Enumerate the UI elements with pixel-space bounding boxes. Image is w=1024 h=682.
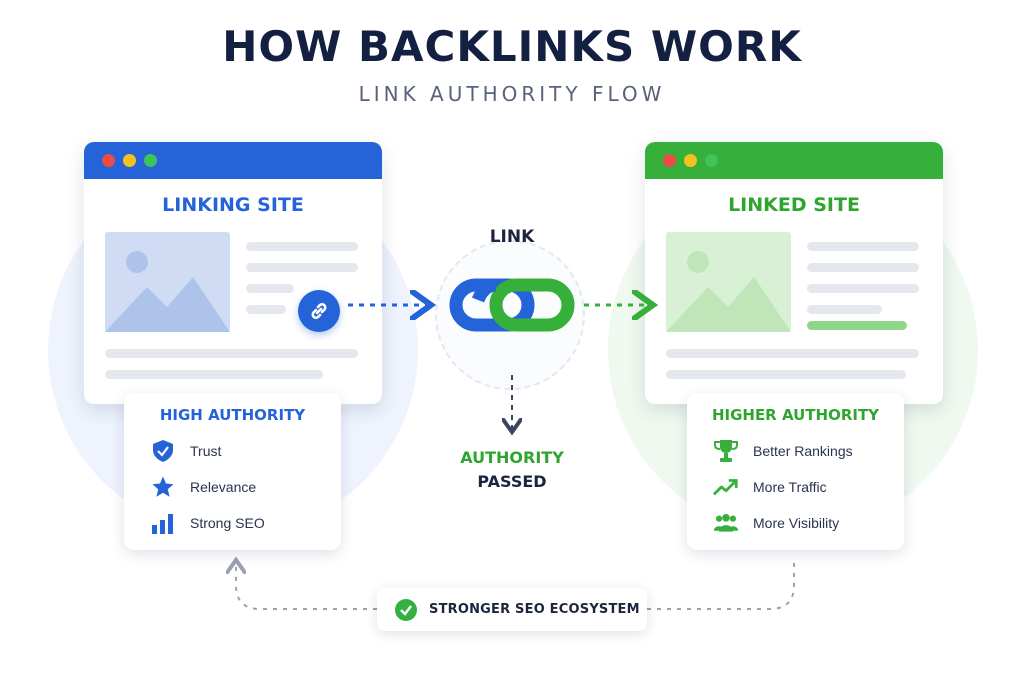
highlighted-text-line — [807, 321, 907, 330]
text-line — [246, 263, 358, 272]
loop-right-connector — [647, 560, 795, 610]
text-line — [105, 349, 358, 358]
stronger-seo-ecosystem-badge: STRONGER SEO ECOSYSTEM — [377, 588, 647, 631]
trophy-icon — [713, 438, 739, 464]
star-icon — [150, 474, 176, 500]
shield-icon — [150, 438, 176, 464]
text-line — [666, 370, 906, 379]
authority-passed-line1: AUTHORITY — [460, 448, 564, 467]
high-authority-card: HIGH AUTHORITY Trust Relevance Strong SE… — [124, 393, 341, 550]
linked-site-heading: LINKED SITE — [728, 194, 860, 216]
linked-site-window: LINKED SITE — [645, 142, 943, 404]
card-title: HIGH AUTHORITY — [159, 406, 306, 424]
bar-chart-icon — [150, 510, 176, 536]
window-close-dot — [102, 154, 115, 167]
card-item-trust: Trust — [150, 438, 221, 464]
trending-up-icon — [713, 474, 739, 500]
people-icon — [713, 510, 739, 536]
text-line — [807, 242, 919, 251]
window-minimize-dot — [123, 154, 136, 167]
card-item-label: Strong SEO — [190, 515, 265, 531]
window-titlebar — [84, 142, 382, 179]
link-label: LINK — [489, 227, 535, 247]
card-item-label: More Traffic — [753, 479, 827, 495]
text-line — [666, 349, 919, 358]
card-item-more-visibility: More Visibility — [713, 510, 839, 536]
image-placeholder-icon — [666, 232, 791, 332]
text-line — [807, 284, 919, 293]
text-line — [105, 370, 323, 379]
window-close-dot — [663, 154, 676, 167]
card-item-label: Trust — [190, 443, 222, 459]
card-item-label: More Visibility — [753, 515, 840, 531]
linking-site-heading: LINKING SITE — [162, 194, 304, 216]
text-line — [246, 305, 286, 314]
window-titlebar — [645, 142, 943, 179]
text-line — [246, 284, 294, 293]
card-item-better-rankings: Better Rankings — [713, 438, 853, 464]
higher-authority-card: HIGHER AUTHORITY Better Rankings More Tr… — [687, 393, 904, 550]
card-item-label: Relevance — [190, 479, 257, 495]
card-item-more-traffic: More Traffic — [713, 474, 827, 500]
ecosystem-label: STRONGER SEO ECOSYSTEM — [429, 602, 640, 617]
image-placeholder-icon — [105, 232, 230, 332]
authority-passed-line2: PASSED — [477, 472, 547, 491]
check-circle-icon — [395, 598, 417, 621]
card-title: HIGHER AUTHORITY — [711, 406, 880, 424]
window-maximize-dot — [144, 154, 157, 167]
card-item-strong-seo: Strong SEO — [150, 510, 265, 536]
text-line — [807, 263, 919, 272]
loop-left-connector — [236, 562, 377, 610]
window-maximize-dot — [705, 154, 718, 167]
window-minimize-dot — [684, 154, 697, 167]
card-item-label: Better Rankings — [753, 443, 853, 459]
linking-site-window: LINKING SITE — [84, 142, 382, 404]
page-title: HOW BACKLINKS WORK — [222, 22, 802, 71]
link-halo — [435, 240, 585, 390]
page-subtitle: LINK AUTHORITY FLOW — [358, 82, 666, 106]
chain-link-icon — [298, 290, 340, 332]
card-item-relevance: Relevance — [150, 474, 256, 500]
text-line — [246, 242, 358, 251]
text-line — [807, 305, 882, 314]
